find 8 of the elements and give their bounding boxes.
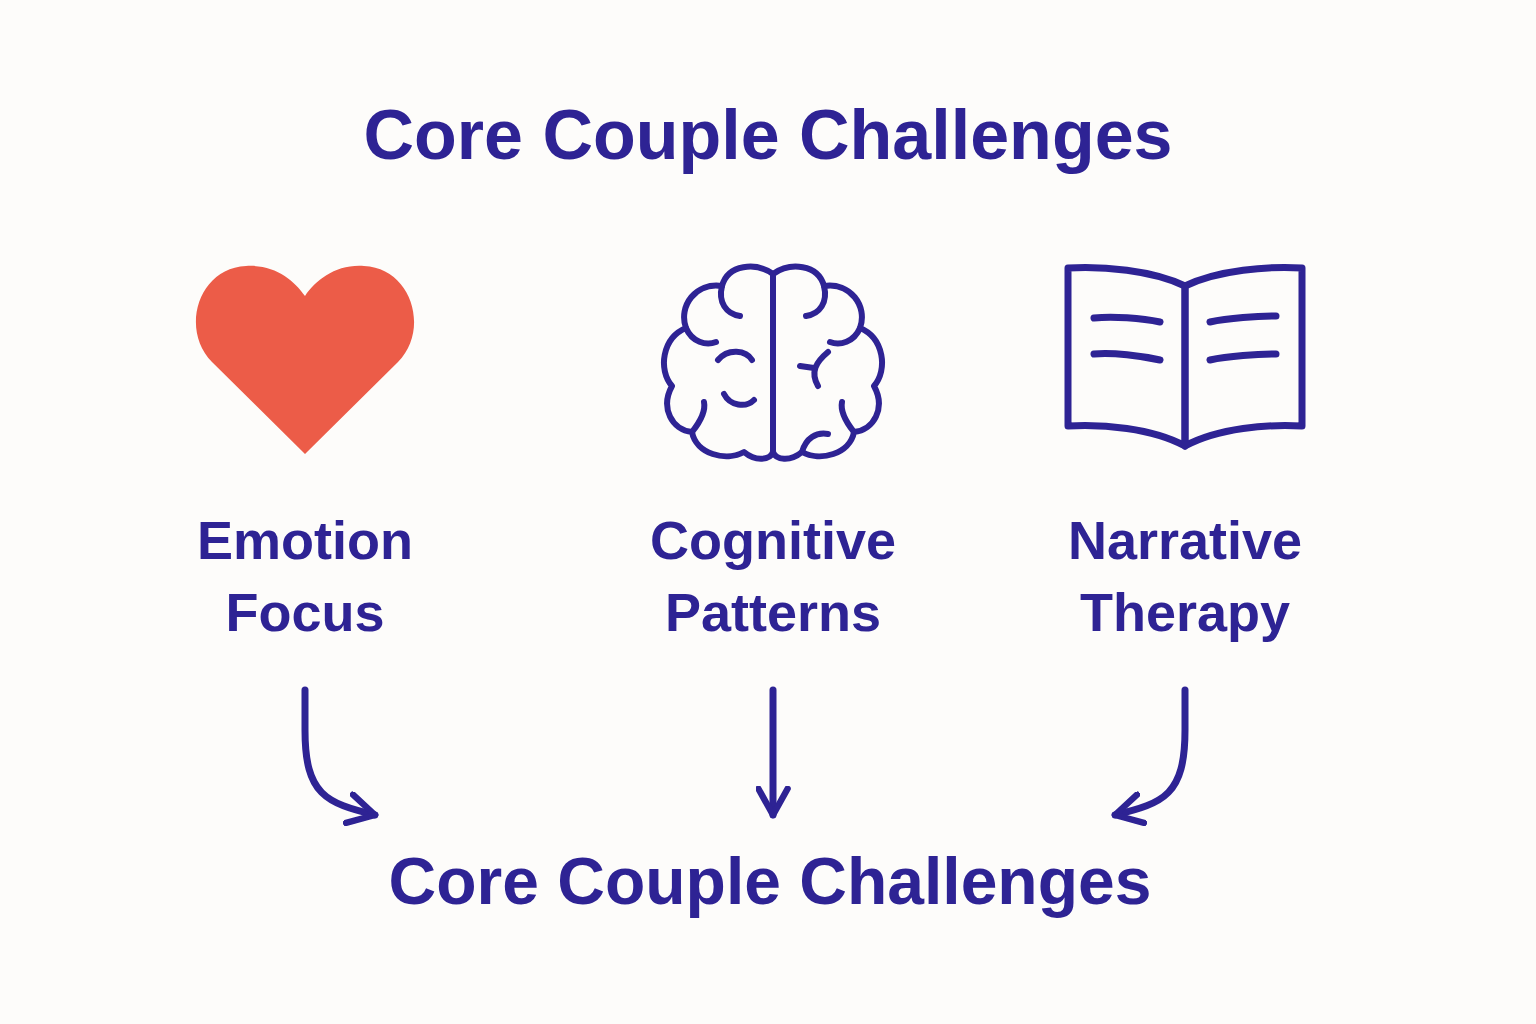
arrow [755, 686, 791, 819]
outcome-label: Core Couple Challenges [387, 845, 1153, 917]
approach-label: Cognitive Patterns [649, 509, 897, 644]
approach-label: Narrative Therapy [1066, 509, 1304, 644]
diagram-title: Core Couple Challenges [362, 95, 1174, 175]
arrow [1111, 686, 1189, 826]
approach-label: Emotion Focus [196, 509, 414, 644]
arrow [301, 686, 379, 826]
